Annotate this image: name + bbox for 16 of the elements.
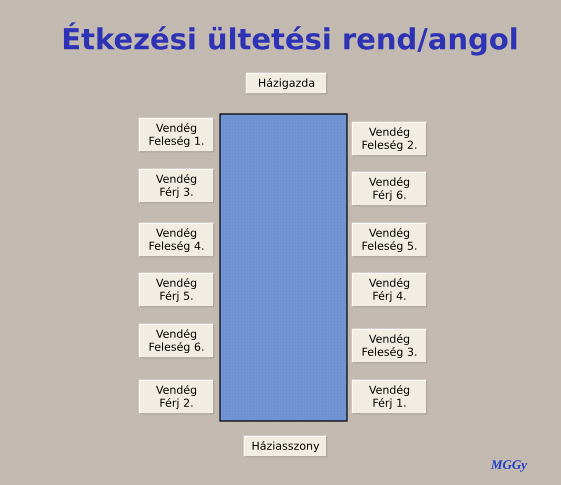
name-box: Vendég Feleség 2. xyxy=(352,122,428,156)
signature: MGGy xyxy=(490,460,528,472)
name-box: Vendég Férj 5. xyxy=(138,272,214,308)
name-box: Vendég Feleség 4. xyxy=(138,222,214,258)
name-box: Vendég Férj 4. xyxy=(352,272,428,308)
name-box: Vendég Férj 1. xyxy=(352,380,428,414)
name-box: Vendég Feleség 1. xyxy=(138,118,214,152)
name-box: Vendég Férj 3. xyxy=(138,168,214,204)
title: Étkezési ültetési rend/angol xyxy=(64,22,516,56)
name-box: Vendég Feleség 5. xyxy=(352,222,428,258)
name-box: Házigazda xyxy=(246,72,328,94)
name-box: Háziasszony xyxy=(244,436,328,458)
name-box: Vendég Férj 2. xyxy=(138,380,214,414)
name-box: Vendég Feleség 6. xyxy=(138,324,214,358)
name-box: Vendég Férj 6. xyxy=(352,172,428,206)
name-box: Vendég Feleség 3. xyxy=(352,328,428,364)
